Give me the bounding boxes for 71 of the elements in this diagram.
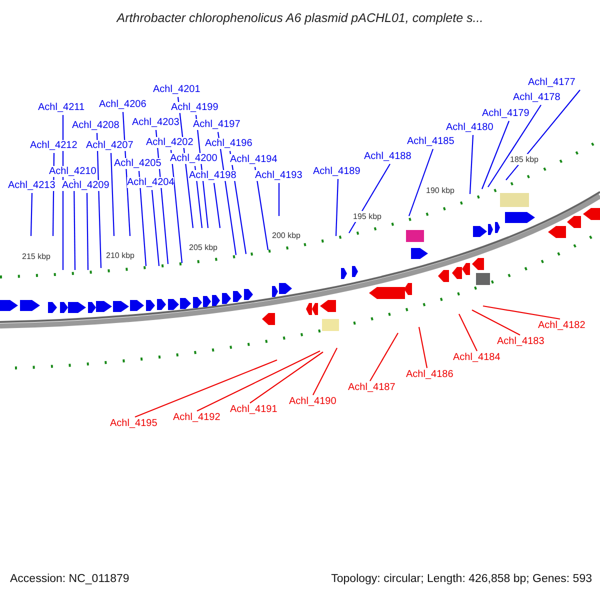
gene-label: Achl_4183	[497, 336, 544, 347]
leader-line	[213, 182, 221, 228]
scale-label: 215 kbp	[22, 251, 50, 262]
leader-line	[312, 348, 338, 396]
leader-line	[86, 193, 89, 270]
gene-label: Achl_4202	[146, 137, 194, 148]
gene-label: Achl_4195	[110, 418, 158, 429]
leader-line	[481, 120, 510, 190]
footer-text: Accession: NC_011879	[10, 574, 130, 585]
gene-label: Achl_4212	[30, 140, 78, 151]
gene-label: Achl_4208	[72, 120, 120, 131]
leader-line	[196, 350, 320, 412]
leader-line	[278, 183, 280, 216]
leader-line	[472, 310, 520, 336]
gene-label: Achl_4182	[538, 320, 586, 331]
gene-label: Achl_4179	[482, 108, 530, 119]
gene-label: Achl_4187	[348, 382, 396, 393]
leader-line	[408, 148, 434, 216]
gene-label: Achl_4178	[513, 92, 560, 103]
gene-label: Achl_4203	[132, 117, 180, 128]
leader-line	[506, 90, 580, 180]
gene-label: Achl_4184	[453, 352, 500, 363]
gene-label: Achl_4192	[173, 412, 220, 423]
leader-line	[170, 150, 183, 264]
leader-line	[488, 104, 542, 188]
gene-label: Achl_4199	[171, 102, 218, 113]
gene-label: Achl_4196	[205, 138, 252, 149]
gene-label: Achl_4193	[255, 170, 302, 181]
gene-label: Achl_4209	[62, 180, 110, 191]
leader-line	[254, 166, 269, 250]
gene-label: Achl_4185	[407, 136, 454, 147]
gene-label: Achl_4207	[86, 140, 134, 151]
gene-label: Achl_4201	[153, 84, 200, 95]
gene-label: Achl_4177	[528, 77, 576, 88]
gene-label: Achl_4213	[8, 180, 56, 191]
leader-line	[418, 326, 428, 368]
gene-label: Achl_4211	[38, 102, 85, 113]
leader-line	[30, 192, 33, 236]
gene-label: Achl_4210	[49, 166, 96, 177]
gene-label: Achl_4188	[364, 151, 412, 162]
scale-label: 210 kbp	[106, 250, 134, 261]
gene-label: Achl_4191	[230, 404, 278, 415]
gene-label: Achl_4204	[127, 177, 174, 188]
gene-label: Achl_4194	[230, 154, 278, 165]
footer-text: Topology: circular; Length: 426,858 bp; Genes: 593	[331, 574, 592, 585]
gene-label: Achl_4200	[170, 153, 218, 164]
gene-label: Achl_4189	[313, 166, 360, 177]
leader-line	[151, 190, 160, 266]
leader-line	[250, 352, 324, 404]
leader-line	[134, 359, 278, 418]
leader-line	[469, 134, 474, 194]
scale-label: 200 kbp	[272, 230, 300, 241]
leader-line	[138, 170, 147, 266]
leader-line	[110, 152, 115, 236]
leader-line	[458, 314, 478, 352]
gene-label: Achl_4206	[99, 99, 146, 110]
gene-label: Achl_4186	[406, 369, 454, 380]
gene-label: Achl_4198	[189, 170, 236, 181]
gene-label: Achl_4197	[193, 119, 240, 130]
leader-line	[482, 305, 560, 320]
leader-line	[370, 332, 398, 382]
title: Arthrobacter chlorophenolicus A6 plasmid pACHL01, complete s...	[115, 11, 484, 25]
leader-line	[335, 178, 339, 236]
scale-label: 205 kbp	[189, 242, 218, 253]
gene-label: Achl_4205	[114, 158, 162, 169]
gene-label: Achl_4180	[446, 122, 494, 133]
scale-label: 185 kbp	[510, 154, 538, 165]
scale-label: 190 kbp	[426, 185, 454, 196]
scale-label: 195 kbp	[353, 211, 382, 222]
gene-label: Achl_4190	[289, 396, 336, 407]
leader-line	[73, 179, 76, 270]
